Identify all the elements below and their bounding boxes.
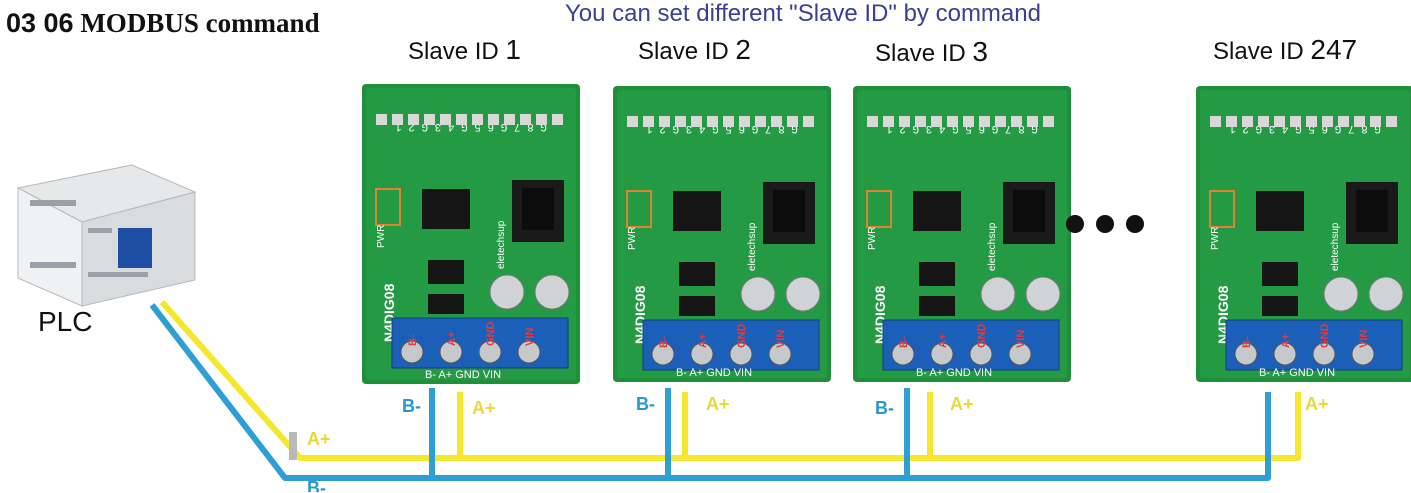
terminal-label: VIN: [1015, 330, 1027, 348]
terminal-label: VIN: [1358, 330, 1370, 348]
terminal-label: VIN: [775, 330, 787, 348]
pwr-label: PWR: [376, 225, 387, 248]
board-brand-label: eletechsup: [987, 222, 998, 271]
pwr-label: PWR: [627, 227, 638, 250]
pwr-label: PWR: [867, 227, 878, 250]
terminal-label: GND: [1319, 324, 1331, 349]
terminal-bottom-labels: B- A+ GND VIN: [916, 367, 992, 379]
terminal-label: GND: [736, 324, 748, 349]
terminal-label: B-: [1241, 336, 1253, 348]
terminal-label: A+: [1280, 334, 1292, 348]
page-title: 03 06 MODBUS command: [6, 8, 320, 39]
terminal-label: GND: [976, 324, 988, 349]
terminal-label: A+: [697, 334, 709, 348]
relay-board-3: G 8 7 G 6 5 G 4 3 G 2 1N4DIG08eletechsup…: [853, 86, 1071, 382]
b-minus-label: B-: [402, 396, 421, 416]
a-plus-bus-label: A+: [307, 429, 331, 449]
b-minus-bus-wire: [149, 303, 1271, 481]
slave-label-247: Slave ID 247: [1213, 34, 1358, 65]
terminal-label: GND: [485, 322, 497, 347]
board-brand-label: eletechsup: [1330, 222, 1341, 271]
more-slaves-ellipsis: [1066, 215, 1144, 233]
slave-label-2: Slave ID 2: [638, 34, 751, 65]
plc-label: PLC: [38, 306, 93, 337]
b-minus-label: B-: [636, 394, 655, 414]
command-codes: 03 06: [6, 8, 74, 38]
board-brand-label: eletechsup: [747, 222, 758, 271]
a-plus-label: A+: [950, 394, 974, 414]
a-plus-label: A+: [472, 398, 496, 418]
terminal-label: B-: [658, 336, 670, 348]
page-subtitle: You can set different "Slave ID" by comm…: [565, 0, 1041, 27]
b-minus-bus-label: B-: [307, 478, 326, 492]
slave-label-1: Slave ID 1: [408, 34, 521, 65]
terminal-label: B-: [898, 336, 910, 348]
relay-board-1: G 8 7 G 6 5 G 4 3 G 2 1N4DIG08eletechsup…: [362, 84, 580, 384]
plc-device: [16, 164, 197, 307]
terminal-label: B-: [407, 334, 419, 346]
terminal-bottom-labels: B- A+ GND VIN: [676, 367, 752, 379]
a-plus-label: A+: [1305, 394, 1329, 414]
a-plus-label: A+: [706, 394, 730, 414]
terminal-label: VIN: [524, 328, 536, 346]
relay-board-4: G 8 7 G 6 5 G 4 3 G 2 1N4DIG08eletechsup…: [1196, 86, 1411, 382]
command-name: MODBUS command: [80, 8, 320, 38]
board-brand-label: eletechsup: [496, 220, 507, 269]
pwr-label: PWR: [1210, 227, 1221, 250]
terminal-label: A+: [446, 332, 458, 346]
wire-end-cap: [289, 432, 297, 460]
relay-board-2: G 8 7 G 6 5 G 4 3 G 2 1N4DIG08eletechsup…: [613, 86, 831, 382]
terminal-bottom-labels: B- A+ GND VIN: [425, 369, 501, 381]
b-minus-label: B-: [875, 398, 894, 418]
terminal-label: A+: [937, 334, 949, 348]
terminal-bottom-labels: B- A+ GND VIN: [1259, 367, 1335, 379]
slave-label-3: Slave ID 3: [875, 36, 988, 67]
a-plus-bus-wire: [159, 300, 1301, 461]
